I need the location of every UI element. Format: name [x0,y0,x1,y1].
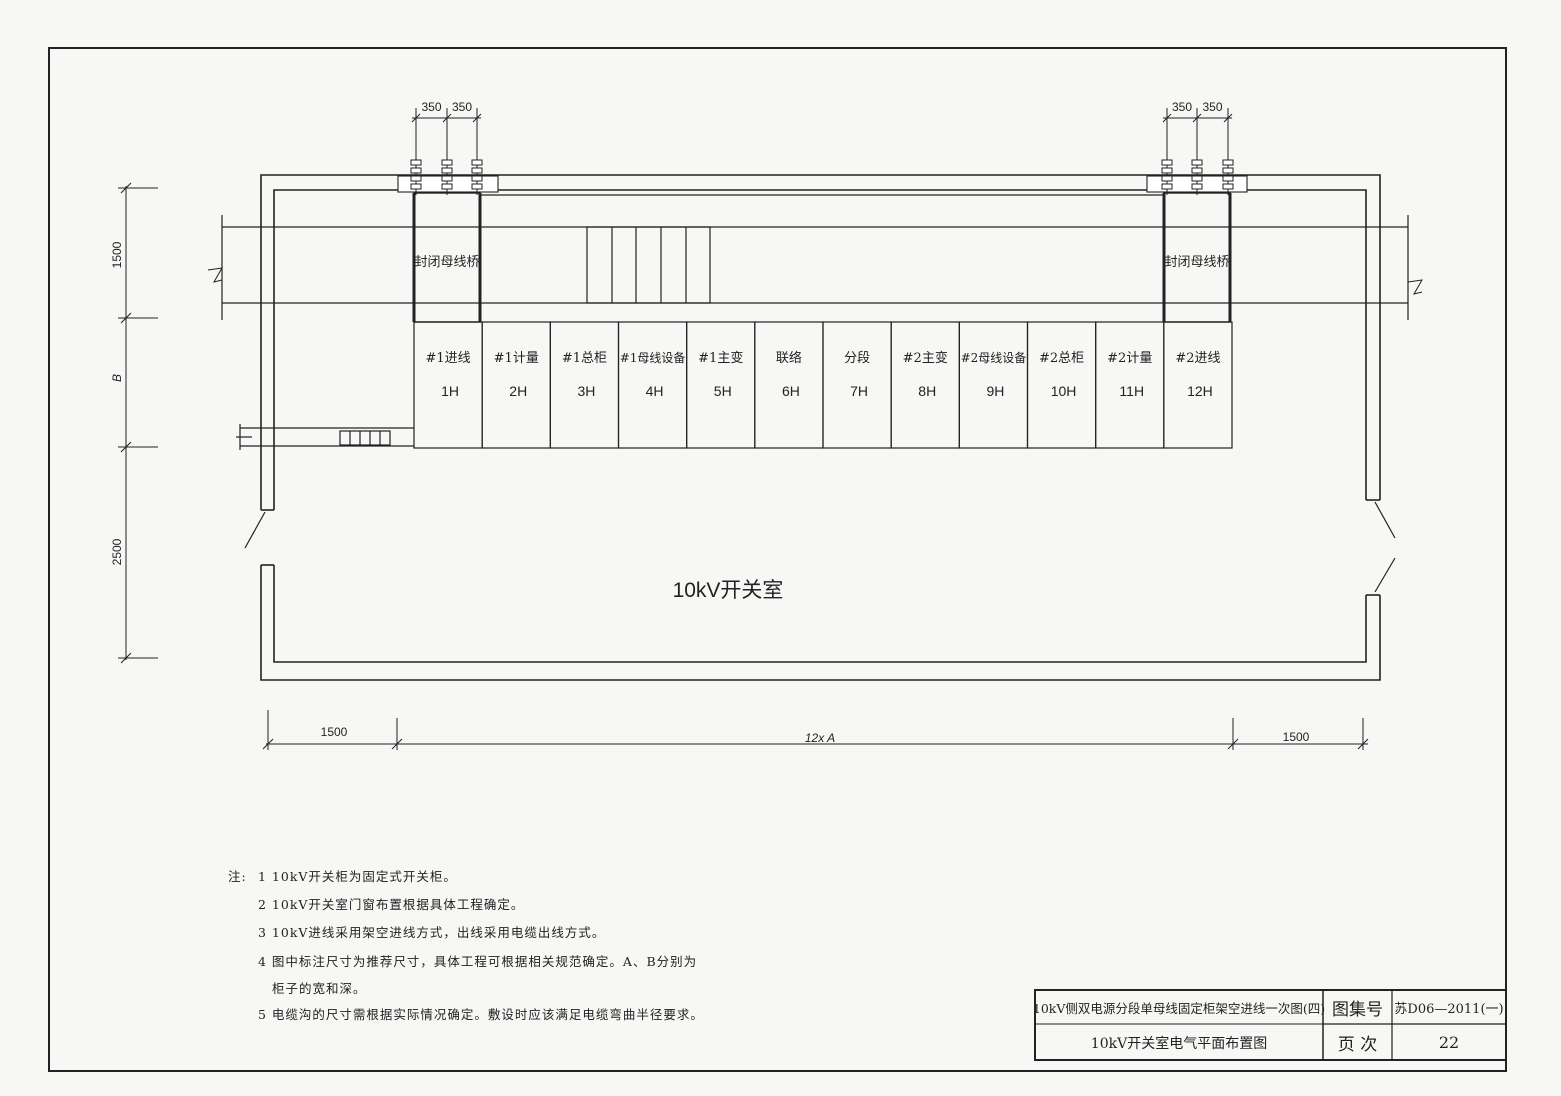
insulator [1161,150,1173,195]
cabinet-name: #1总柜 [562,351,607,366]
dim-left-b: B [110,374,124,382]
cabinet-name: #1计量 [494,351,539,366]
cabinet-id: 12H [1187,383,1213,399]
insulator [1191,150,1203,195]
note-item: 柜子的宽和深。 [272,981,367,996]
dim-bottom-right-1500: 1500 [1283,730,1310,744]
left-vertical-dimension [118,182,158,664]
bus-bridge-label-left: 封闭母线桥 [414,255,479,270]
dim-bottom-left-1500: 1500 [321,725,348,739]
cabinet-9H: #2母线设备 9H [958,321,1029,449]
cabinet-name: 联络 [776,350,802,366]
insulators [410,150,1234,195]
cabinet-id: 4H [646,383,664,399]
cabinet-name: 分段 [844,351,870,366]
title-line2: 10kV开关室电气平面布置图 [1090,1035,1268,1052]
cabinet-10H: #2总柜 10H [1026,321,1097,449]
note-item: 2 10kV开关室门窗布置根据具体工程确定。 [258,897,525,912]
cabinet-id: 9H [986,383,1004,399]
cabinet-id: 7H [850,383,868,399]
cabinet-name: #1进线 [425,351,470,366]
cabinet-id: 1H [441,383,459,399]
bottom-dimension [262,710,1369,750]
cabinet-7H: 分段 7H [822,321,892,449]
cabinet-name: #2母线设备 [961,351,1027,365]
room-label: 10kV开关室 [673,579,784,602]
notes-prefix: 注: [228,869,247,884]
atlas-number-value: 苏D06—2011(一) [1394,1002,1504,1017]
cabinet-name: #2主变 [903,350,948,366]
title-line1: 10kV侧双电源分段单母线固定柜架空进线一次图(四) [1032,1001,1326,1016]
cabinet-4H: #1母线设备 4H [617,321,688,449]
cabinet-id: 2H [509,383,527,399]
bridge-spacing-dimensions: 350 350 350 350 [411,100,1233,150]
cabinet-id: 6H [782,383,800,399]
drawing-border [48,47,1507,1072]
doors [244,501,1396,593]
insulator [410,150,422,195]
cabinet-outline [1163,321,1233,449]
dim-bridge-spacing: 350 [1172,100,1192,114]
cabinet-id: 5H [714,383,732,399]
page-label: 页 次 [1337,1035,1378,1055]
cabinet-11H: #2计量 11H [1095,321,1165,449]
cabinet-id: 11H [1119,383,1144,399]
cabinet-12H: #2进线 12H [1163,321,1233,449]
cabinet-name: #2总柜 [1039,351,1084,366]
switchgear-row: #1进线 1H #1计量 2H #1总柜 3H #1母线设备 4H #1主变 5H 联络 6H 分段 7H… [413,321,1233,449]
cabinet-id: 10H [1051,383,1077,399]
note-item: 3 10kV进线采用架空进线方式，出线采用电缆出线方式。 [258,925,606,940]
bus-bridge-right: 封闭母线桥 [1162,192,1232,323]
cabinet-6H: 联络 6H [754,321,824,449]
atlas-number-label: 图集号 [1332,1000,1383,1020]
bus-duct-channel [207,194,1423,320]
cabinet-name: #2计量 [1107,351,1152,366]
cabinet-3H: #1总柜 3H [549,321,620,449]
dim-bridge-spacing: 350 [1202,100,1222,114]
page-number: 22 [1438,1033,1460,1052]
dim-bottom-12xa: 12x A [805,731,835,745]
insulator [471,150,483,195]
insulator [1222,150,1234,195]
cabinet-name: #1主变 [698,350,743,366]
insulator [441,150,453,195]
note-item: 1 10kV开关柜为固定式开关柜。 [258,869,457,884]
cabinet-id: 8H [918,383,936,399]
note-item: 4 图中标注尺寸为推荐尺寸，具体工程可根据相关规范确定。A、B分别为 [258,954,698,969]
cabinet-8H: #2主变 8H [890,321,960,449]
cabinet-5H: #1主变 5H [686,321,756,449]
dim-bridge-spacing: 350 [452,100,472,114]
cable-trench [236,424,414,450]
cabinet-name: #1母线设备 [620,351,686,365]
title-block-frame [1034,989,1507,1061]
note-item: 5 电缆沟的尺寸需根据实际情况确定。敷设时应该满足电缆弯曲半径要求。 [258,1007,704,1022]
dim-bridge-spacing: 350 [421,100,441,114]
room-walls [260,174,1381,681]
cabinet-id: 3H [577,383,595,399]
cabinet-1H: #1进线 1H [413,321,483,449]
cabinet-2H: #1计量 2H [481,321,551,449]
cabinet-name: #2进线 [1175,351,1220,366]
dim-left-2500: 2500 [110,538,124,565]
bus-bridge-label-right: 封闭母线桥 [1164,255,1229,270]
dim-left-1500: 1500 [110,241,124,268]
